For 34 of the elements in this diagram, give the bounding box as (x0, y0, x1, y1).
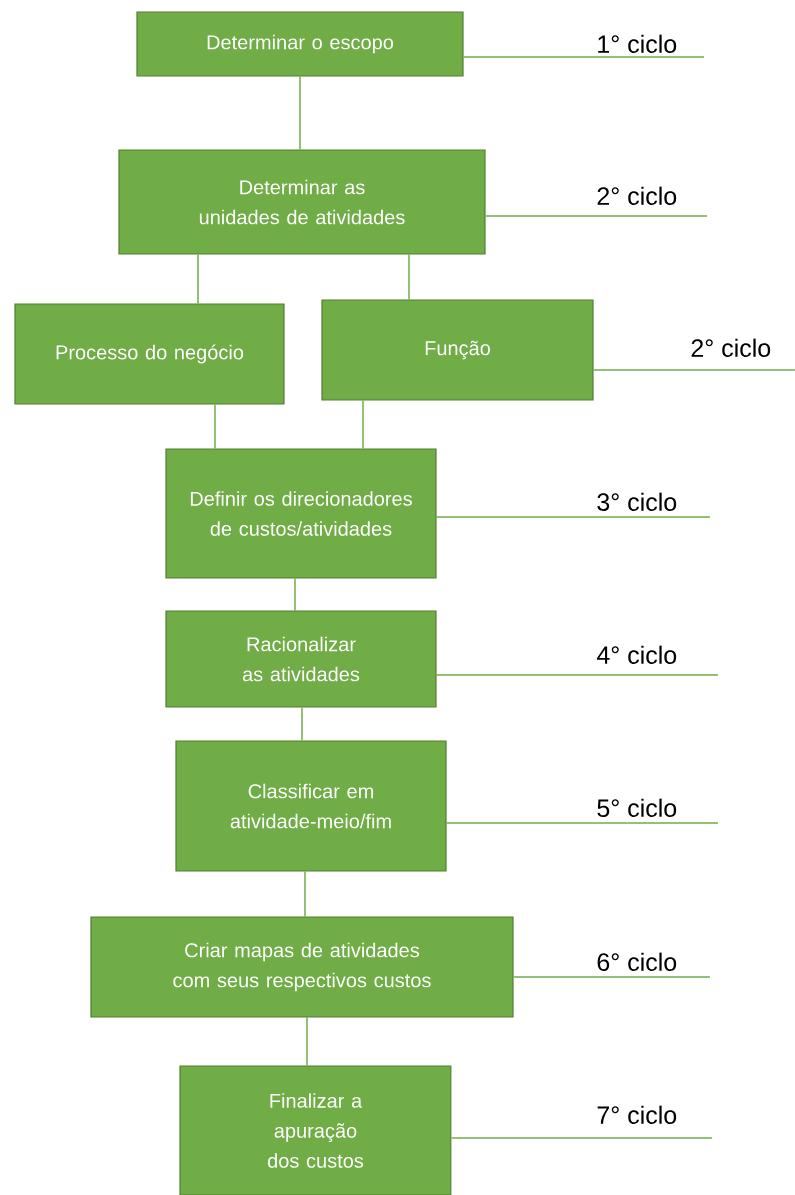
connector-line (306, 1016, 308, 1067)
connector-line (462, 56, 705, 58)
connector-line (294, 577, 296, 612)
connector-line (301, 706, 303, 742)
cycle-label: 5° ciclo (597, 798, 677, 817)
process-box: Função (321, 299, 594, 401)
connector-line (362, 399, 364, 450)
connector-line (450, 1137, 713, 1139)
cycle-label: 6° ciclo (597, 952, 677, 971)
connector-line (445, 822, 719, 824)
connector-line (484, 215, 708, 217)
connector-line (299, 75, 301, 151)
cycle-label: 2° ciclo (597, 186, 677, 205)
process-box: Definir os direcionadores de custos/atividades (165, 448, 437, 579)
connector-line (304, 870, 306, 918)
process-box: Criar mapas de atividades com seus respectivos custos (90, 916, 514, 1018)
connector-line (512, 976, 711, 978)
connector-line (435, 674, 719, 676)
process-box: Racionalizar as atividades (165, 610, 437, 708)
cycle-label: 7° ciclo (597, 1105, 677, 1124)
process-box: Classificar em atividade-meio/fim (175, 740, 447, 872)
connector-line (435, 516, 711, 518)
connector-line (214, 403, 216, 450)
connector-line (408, 253, 410, 301)
process-box: Determinar o escopo (136, 11, 464, 77)
cycle-label: 3° ciclo (597, 492, 677, 511)
cycle-label: 1° ciclo (598, 34, 677, 53)
process-box: Processo do negócio (14, 303, 285, 405)
connector-line (197, 253, 199, 305)
cycle-label: 2° ciclo (691, 338, 771, 357)
cycle-label: 4° ciclo (596, 645, 677, 664)
process-box: Finalizar a apuração dos custos (179, 1065, 452, 1195)
connector-line (592, 369, 795, 371)
process-box: Determinar as unidades de atividades (118, 149, 486, 255)
